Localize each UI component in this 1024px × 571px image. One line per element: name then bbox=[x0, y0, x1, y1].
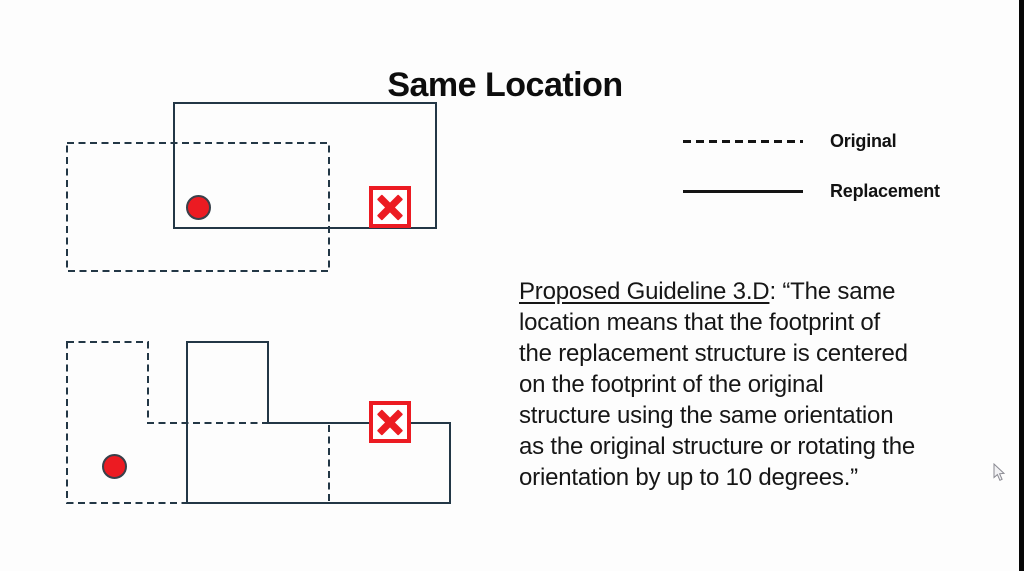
legend-solid-line-icon bbox=[683, 190, 803, 193]
guideline-text-block: Proposed Guideline 3.D: “The same locati… bbox=[519, 276, 959, 493]
guideline-line: structure using the same orientation bbox=[519, 402, 894, 429]
guideline-line: location means that the footprint of bbox=[519, 309, 881, 336]
x-icon bbox=[373, 405, 407, 439]
screen-edge-bar bbox=[1019, 0, 1024, 571]
guideline-heading: Proposed Guideline 3.D bbox=[519, 278, 770, 305]
original-footprint-lshape bbox=[66, 341, 330, 504]
mouse-cursor-icon bbox=[993, 463, 1006, 481]
guideline-line1-rest: : “The same bbox=[769, 278, 896, 305]
x-icon bbox=[373, 190, 407, 224]
rejected-location-marker bbox=[369, 401, 411, 443]
original-footprint-rect bbox=[66, 142, 330, 272]
guideline-line: on the footprint of the original bbox=[519, 371, 824, 398]
cursor-arrow-shape bbox=[993, 463, 1006, 481]
guideline-line: orientation by up to 10 degrees.” bbox=[519, 464, 858, 491]
legend-label-original: Original bbox=[830, 131, 897, 151]
replacement-footprint-lshape bbox=[186, 341, 451, 504]
guideline-line: Proposed Guideline 3.D: “The same bbox=[519, 276, 959, 307]
guideline-line: the replacement structure is centered bbox=[519, 340, 908, 367]
center-marker-dot-icon bbox=[102, 454, 127, 479]
legend-label-replacement: Replacement bbox=[830, 181, 940, 201]
rejected-location-marker bbox=[369, 186, 411, 228]
legend-dashed-line-icon bbox=[683, 140, 803, 143]
guideline-line: as the original structure or rotating th… bbox=[519, 433, 916, 460]
slide-title: Same Location bbox=[387, 66, 623, 104]
replacement-footprint-rect bbox=[173, 102, 437, 229]
center-marker-dot-icon bbox=[186, 195, 211, 220]
